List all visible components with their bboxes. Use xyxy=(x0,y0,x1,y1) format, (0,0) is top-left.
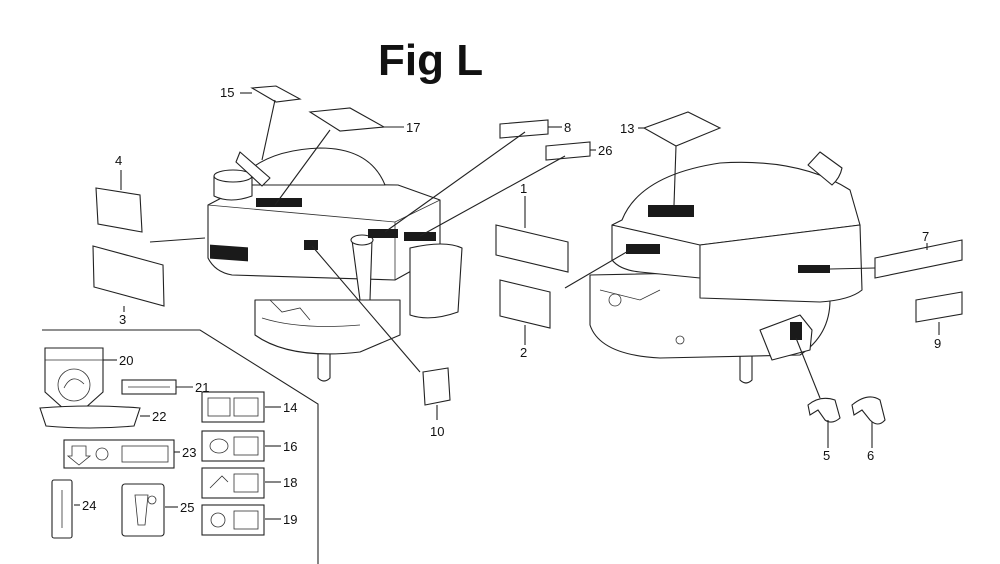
callout-19: 19 xyxy=(283,512,297,527)
callout-16: 16 xyxy=(283,439,297,454)
callout-1: 1 xyxy=(520,181,527,196)
leader-lines xyxy=(42,92,940,564)
callout-10: 10 xyxy=(430,424,444,439)
decal-7 xyxy=(874,239,963,279)
callout-4: 4 xyxy=(115,153,122,168)
decal-4 xyxy=(95,187,143,233)
decal-15 xyxy=(250,85,302,103)
decal-14 xyxy=(201,391,265,423)
decal-13 xyxy=(642,111,722,147)
decal-25 xyxy=(121,483,165,537)
callout-25: 25 xyxy=(180,500,194,515)
callout-2: 2 xyxy=(520,345,527,360)
decal-3 xyxy=(92,245,165,307)
callout-7: 7 xyxy=(922,229,929,244)
callout-17: 17 xyxy=(406,120,420,135)
callout-9: 9 xyxy=(934,336,941,351)
callout-numbers: 15 17 4 3 8 26 1 2 10 13 7 9 5 6 20 21 2… xyxy=(82,85,941,527)
callout-20: 20 xyxy=(119,353,133,368)
figure-title: Fig L xyxy=(378,36,483,85)
callout-6: 6 xyxy=(867,448,874,463)
decal-16 xyxy=(201,430,265,462)
callout-18: 18 xyxy=(283,475,297,490)
decal-17 xyxy=(308,107,386,132)
decal-18 xyxy=(201,467,265,499)
decal-20 xyxy=(44,347,104,419)
callout-13: 13 xyxy=(620,121,634,136)
decal-26 xyxy=(545,141,591,161)
right-engine xyxy=(589,151,863,384)
decal-9 xyxy=(915,291,963,323)
callout-3: 3 xyxy=(119,312,126,327)
callout-23: 23 xyxy=(182,445,196,460)
callout-24: 24 xyxy=(82,498,96,513)
decal-22 xyxy=(39,405,141,429)
callout-21: 21 xyxy=(195,380,209,395)
left-engine xyxy=(207,147,463,382)
inset-decals xyxy=(39,347,265,539)
part-5 xyxy=(807,397,841,423)
decal-8 xyxy=(499,119,549,139)
part-6 xyxy=(851,396,886,425)
decal-1 xyxy=(495,224,569,273)
callout-8: 8 xyxy=(564,120,571,135)
callout-15: 15 xyxy=(220,85,234,100)
callout-26: 26 xyxy=(598,143,612,158)
callout-5: 5 xyxy=(823,448,830,463)
decal-10 xyxy=(422,367,451,406)
callout-22: 22 xyxy=(152,409,166,424)
decal-23 xyxy=(63,439,175,469)
decal-2 xyxy=(499,279,551,329)
callout-14: 14 xyxy=(283,400,297,415)
decal-19 xyxy=(201,504,265,536)
